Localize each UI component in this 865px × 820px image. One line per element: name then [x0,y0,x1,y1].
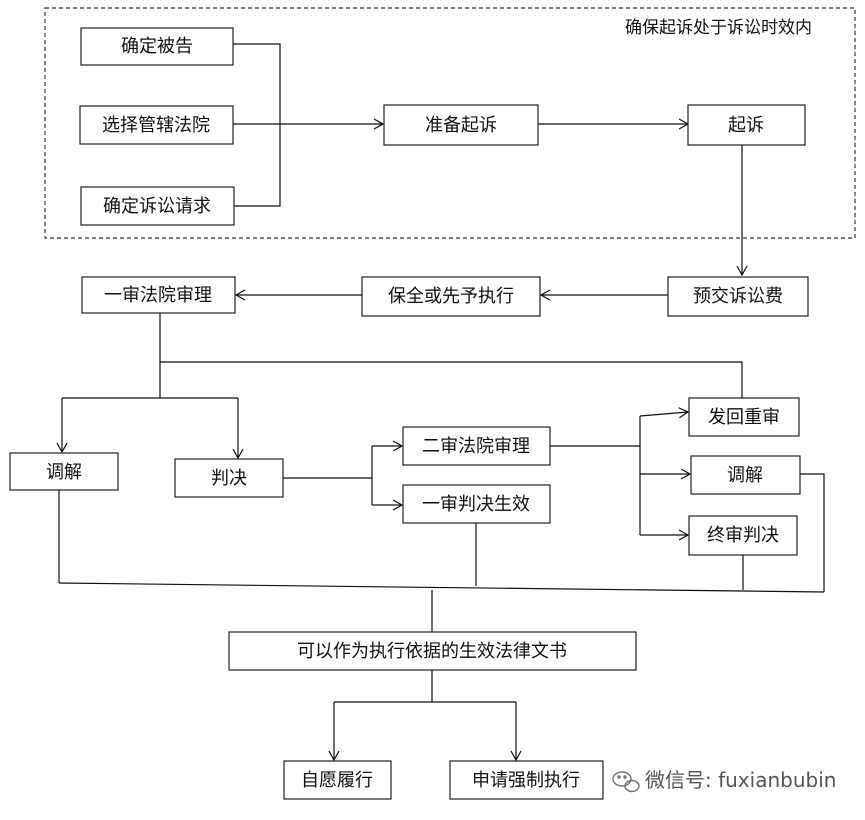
watermark: 微信号: fuxianbubin [612,768,836,793]
node-label: 一审法院审理 [104,285,212,306]
node-prepare-suit: 准备起诉 [383,104,539,146]
node-label: 判决 [211,468,247,489]
node-label: 可以作为执行依据的生效法律文书 [297,641,567,662]
node-file-suit: 起诉 [687,104,806,146]
node-judgment-1: 判决 [174,458,284,498]
node-label: 一审判决生效 [422,494,530,515]
node-label: 发回重审 [708,407,780,428]
node-choose-court: 选择管辖法院 [79,105,234,145]
node-label: 确定诉讼请求 [103,196,211,217]
region-label: 确保起诉处于诉讼时效内 [625,18,812,38]
node-label: 申请强制执行 [472,770,580,791]
node-second-trial: 二审法院审理 [402,426,551,466]
statute-region [44,7,856,239]
node-remand: 发回重审 [688,397,800,437]
watermark-text: 微信号: fuxianbubin [645,768,836,792]
mediation-2-out [800,473,825,592]
wechat-icon [612,771,640,793]
node-confirm-claim: 确定诉讼请求 [80,186,235,226]
node-label: 自愿履行 [301,770,373,791]
remand-return-line [160,361,743,398]
node-label: 预交诉讼费 [693,286,783,307]
node-first-effective: 一审判决生效 [402,484,551,524]
node-prepay-fee: 预交诉讼费 [667,276,809,317]
node-confirm-defendant: 确定被告 [80,27,234,66]
node-mediation-2: 调解 [690,455,801,495]
node-final-judgment: 终审判决 [688,515,798,556]
node-label: 起诉 [728,115,764,136]
node-label: 调解 [46,462,82,483]
arrow-to-remand [639,407,690,419]
node-label: 准备起诉 [425,115,497,136]
node-label: 选择管辖法院 [102,115,210,136]
collection-line [58,582,825,593]
node-label: 二审法院审理 [422,436,530,457]
node-label: 保全或先予执行 [388,286,514,307]
node-legal-document: 可以作为执行依据的生效法律文书 [228,631,637,671]
node-label: 确定被告 [121,36,193,57]
nodes: 确定被告 选择管辖法院 确定诉讼请求 准备起诉 起诉 预交诉讼费 保全或先予执行 [9,27,809,800]
node-label: 调解 [727,465,763,486]
connector-defendant [233,43,281,207]
node-first-trial: 一审法院审理 [81,276,236,314]
node-mediation-1: 调解 [9,452,119,491]
node-label: 终审判决 [707,525,779,546]
node-enforcement: 申请强制执行 [449,760,604,800]
connectors [56,43,825,762]
node-voluntary: 自愿履行 [283,760,392,800]
node-preservation: 保全或先予执行 [361,276,541,317]
